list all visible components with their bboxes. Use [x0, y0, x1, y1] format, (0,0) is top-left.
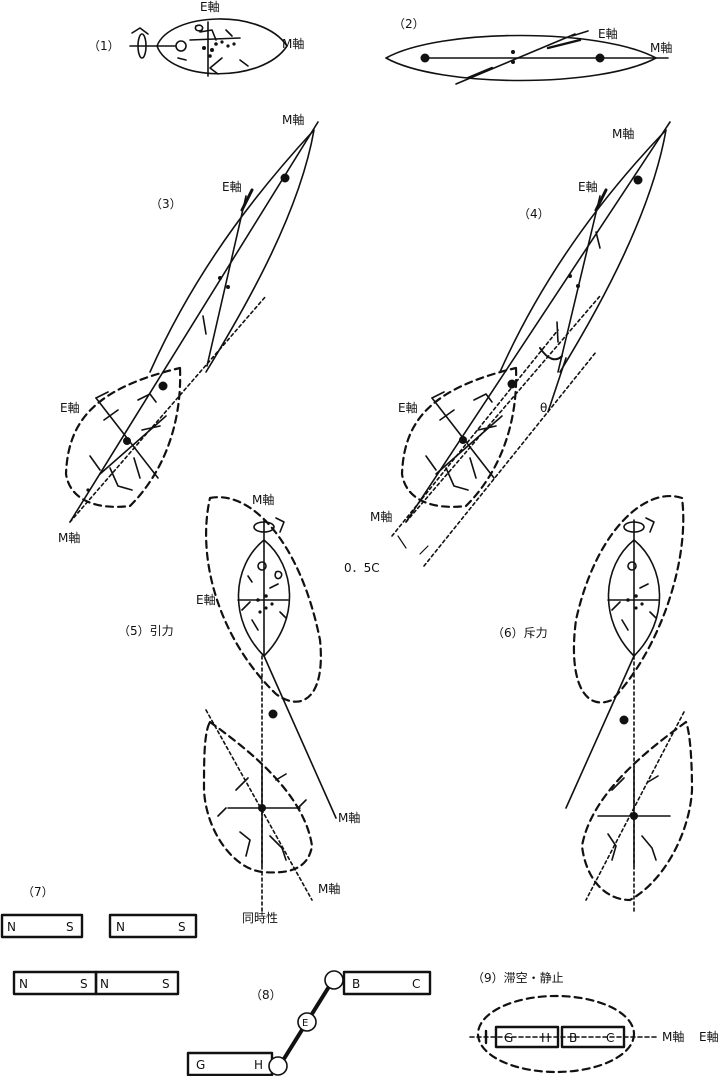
magnet-8-bc	[342, 970, 432, 996]
magnet-7d-s: S	[162, 977, 170, 991]
m-axis-label-4b: M軸	[370, 510, 392, 524]
e-axis-label-1: E軸	[200, 0, 220, 14]
m-axis-label-2: M軸	[650, 41, 672, 55]
magnet-7b	[108, 913, 198, 939]
label-panel-1: （1）	[88, 39, 120, 53]
panel-5	[202, 496, 337, 913]
magnet-9-h: H	[541, 1031, 550, 1045]
e-axis-label-2: E軸	[598, 27, 618, 41]
magnet-9-c: C	[606, 1031, 614, 1045]
m-axis-label-5a: M軸	[252, 493, 274, 507]
magnet-7b-s: S	[178, 920, 186, 934]
panel-6	[565, 495, 694, 913]
magnet-9-g: G	[504, 1031, 513, 1045]
magnet-9-bc	[560, 1025, 626, 1049]
magnet-9-b: B	[569, 1031, 577, 1045]
panel-3	[64, 121, 319, 523]
m-axis-label-1: M軸	[282, 37, 304, 51]
label-panel-6: （6）斥力	[492, 626, 548, 640]
label-panel-2: （2）	[393, 17, 425, 31]
magnet-7a-n: N	[7, 920, 16, 934]
panel-6-top-dashed	[572, 495, 685, 704]
panel-9-dashed-ellipse	[476, 994, 636, 1074]
e-axis-label-4b: E軸	[398, 401, 418, 415]
magnet-9-gh	[494, 1025, 560, 1049]
m-axis-label-4a: M軸	[612, 127, 634, 141]
magnet-8-g: G	[196, 1058, 205, 1072]
label-panel-5: （5）引力	[118, 624, 174, 638]
m-axis-label-3a: M軸	[282, 113, 304, 127]
label-panel-3: （3）	[150, 197, 182, 211]
magnet-7a	[0, 913, 84, 939]
half-c-label: 0．5C	[344, 561, 380, 575]
label-panel-4: （4）	[518, 207, 550, 221]
panel-5-bottom-dashed	[202, 720, 314, 874]
e-axis-label-3a: E軸	[222, 180, 242, 194]
magnet-8-c: C	[412, 977, 420, 991]
magnet-8-b: B	[352, 977, 360, 991]
simultaneity-label: 同時性	[242, 911, 278, 925]
panel-6-bottom-dashed	[580, 720, 694, 902]
e-node-label: E	[302, 1018, 308, 1029]
e-node	[297, 1012, 317, 1032]
panel-1	[129, 18, 288, 77]
magnet-7d-n: N	[100, 977, 109, 991]
panel-7	[0, 913, 198, 996]
magnet-7d	[94, 970, 180, 996]
label-panel-7: （7）	[22, 885, 54, 899]
e-axis-label-9: E軸	[699, 1030, 719, 1044]
label-panel-9: （9）滞空・静止	[472, 971, 564, 985]
m-axis-label-5b: M軸	[338, 811, 360, 825]
e-axis-label-4a: E軸	[578, 180, 598, 194]
panel-4-leaf	[499, 129, 667, 373]
magnet-7b-n: N	[116, 920, 125, 934]
panel-4-dashed-leaf	[400, 366, 518, 508]
panel-9	[469, 994, 659, 1074]
magnet-7c-n: N	[19, 977, 28, 991]
panel-1-leaf	[156, 18, 288, 75]
magnet-7a-s: S	[66, 920, 74, 934]
theta-label: θ	[540, 401, 547, 415]
m-axis-label-9: M軸	[662, 1030, 684, 1044]
e-axis-label-5: E軸	[196, 593, 216, 607]
panel-4	[391, 121, 671, 567]
magnet-8-h: H	[254, 1058, 263, 1072]
e-axis-label-3b: E軸	[60, 401, 80, 415]
m-axis-label-5c: M軸	[318, 882, 340, 896]
label-panel-8: （8）	[250, 988, 282, 1002]
magnet-7c-s: S	[80, 977, 88, 991]
m-axis-label-3b: M軸	[58, 531, 80, 545]
panel-2	[385, 30, 669, 85]
panel-8	[186, 970, 432, 1077]
